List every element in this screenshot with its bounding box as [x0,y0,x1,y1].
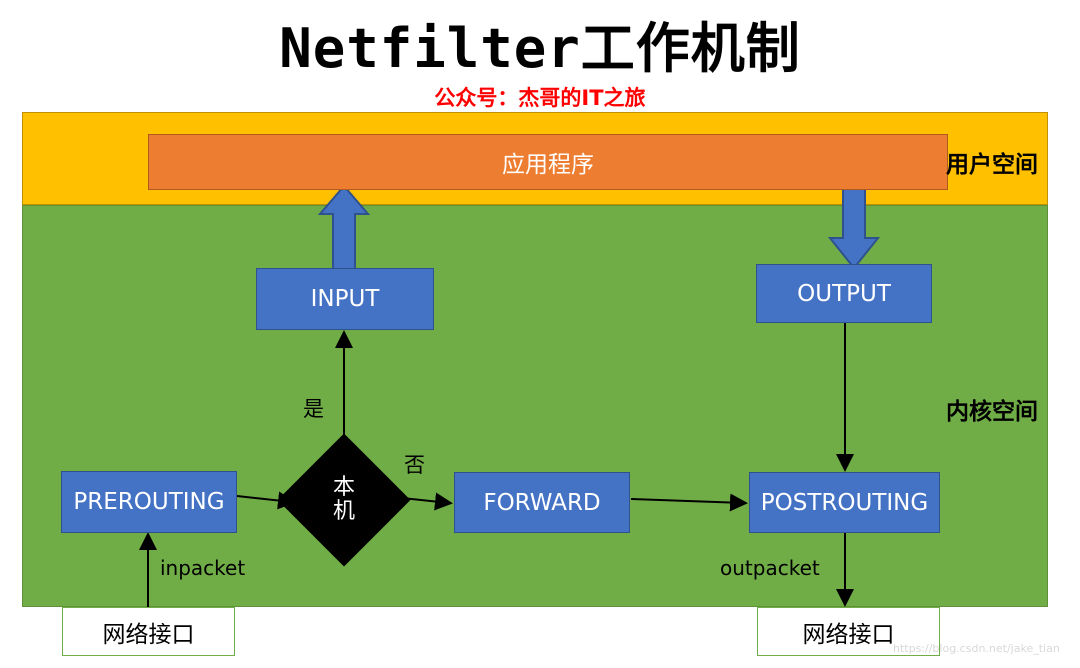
node-application[interactable]: 应用程序 [148,134,948,190]
node-network-interface-left-label: 网络接口 [102,621,195,648]
edge-label-yes: 是 [303,397,324,421]
node-network-interface-right[interactable]: 网络接口 [757,607,940,656]
decision-label-line2: 机 [332,499,355,524]
node-decision-local-host[interactable]: 本 机 [277,433,411,567]
node-prerouting[interactable]: PREROUTING [61,471,237,533]
decision-label-line1: 本 [332,475,355,500]
edge-label-inpacket: inpacket [160,556,246,580]
edge-label-outpacket: outpacket [720,556,820,580]
block-arrow-input-to-application [318,184,370,274]
node-application-label: 应用程序 [502,152,594,178]
node-postrouting[interactable]: POSTROUTING [749,472,940,533]
page-subtitle: 公众号：杰哥的IT之旅 [434,86,646,110]
kernel-space-label: 内核空间 [946,399,1038,425]
edge-label-no: 否 [404,453,425,477]
node-output-label: OUTPUT [797,280,891,307]
node-network-interface-right-label: 网络接口 [802,621,895,648]
decision-diamond-text: 本 机 [297,453,391,547]
node-output[interactable]: OUTPUT [756,264,932,323]
node-postrouting-label: POSTROUTING [760,489,929,516]
block-arrow-application-to-output [828,180,880,270]
node-network-interface-left[interactable]: 网络接口 [62,607,235,656]
user-space-label: 用户空间 [946,152,1038,178]
node-forward[interactable]: FORWARD [454,472,630,533]
node-prerouting-label: PREROUTING [73,489,225,515]
page-title: Netfilter工作机制 [279,17,801,80]
node-input[interactable]: INPUT [256,268,434,330]
watermark: https://blog.csdn.net/jake_tian [893,642,1060,655]
node-forward-label: FORWARD [483,489,601,516]
node-input-label: INPUT [310,286,380,312]
